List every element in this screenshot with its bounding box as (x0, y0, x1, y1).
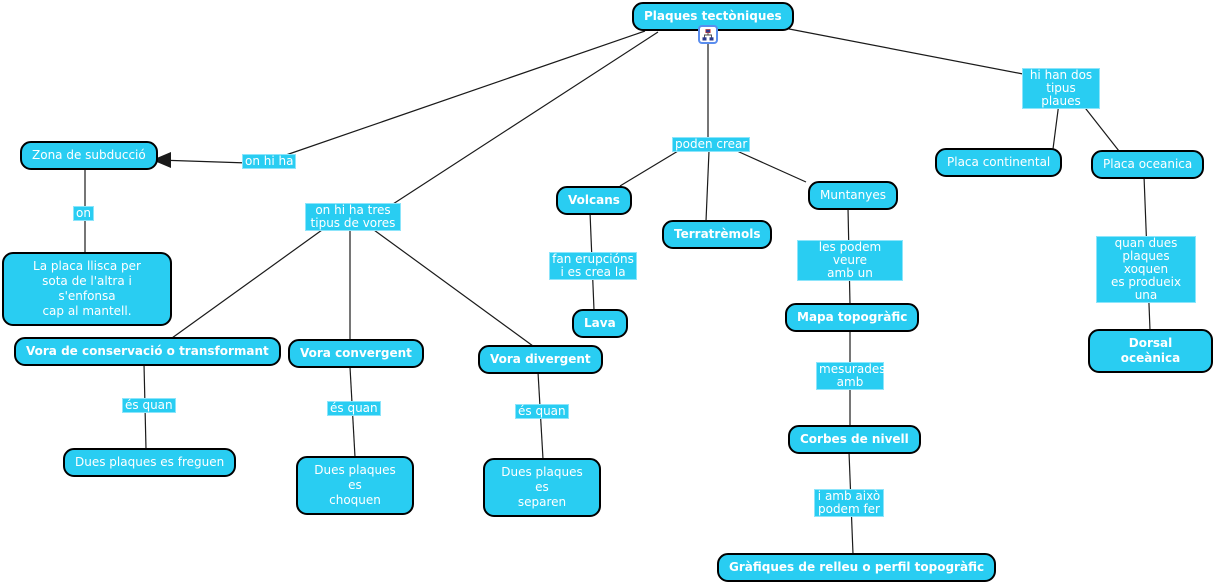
node-mapa-topografic[interactable]: Mapa topogràfic (785, 303, 920, 332)
link-label-on[interactable]: on (73, 206, 94, 221)
node-terratremols[interactable]: Terratrèmols (662, 220, 773, 249)
node-zona-de-subduccio[interactable]: Zona de subducció (20, 141, 158, 170)
link-label-es-quan-centre[interactable]: és quan (327, 401, 381, 416)
edge-trestipus-conservacio (171, 229, 323, 339)
link-label-on-hi-ha[interactable]: on hi ha (242, 154, 297, 169)
link-label-hi-han-dos-tipus[interactable]: hi han dos tipus plaues (1022, 68, 1100, 109)
edge-plaques-hihandos (783, 27, 1024, 75)
node-lava[interactable]: Lava (572, 309, 628, 338)
link-label-es-quan-dreta[interactable]: és quan (515, 404, 569, 419)
node-dorsal-oceanica[interactable]: Dorsal oceànica (1088, 329, 1213, 373)
node-dues-plaques-separen[interactable]: Dues plaques es separen (483, 458, 601, 517)
org-chart-glyph (702, 28, 714, 40)
resource-hierarchy-icon[interactable] (698, 25, 718, 44)
node-volcans[interactable]: Volcans (556, 186, 632, 215)
node-corbes-de-nivell[interactable]: Corbes de nivell (788, 425, 921, 454)
edge-onhiha-zona (157, 159, 249, 164)
link-label-les-podem-veure[interactable]: les podem veure amb un (797, 240, 903, 281)
edge-podencrear-muntanyes (736, 150, 807, 183)
node-grafiques-relleu[interactable]: Gràfiques de relleu o perfil topogràfic (717, 553, 997, 582)
node-vora-divergent[interactable]: Vora divergent (478, 345, 603, 374)
link-label-tres-tipus-vores[interactable]: on hi ha tres tipus de vores (305, 203, 401, 231)
edge-trestipus-divergent (373, 229, 534, 347)
node-muntanyes[interactable]: Muntanyes (808, 181, 898, 210)
link-label-fan-erupcions[interactable]: fan erupcións i es crea la (549, 252, 637, 280)
arrowhead-zona (152, 152, 171, 168)
edge-podencrear-terratremols (705, 150, 710, 222)
link-label-poden-crear[interactable]: poden crear (672, 137, 751, 152)
node-vora-convergent[interactable]: Vora convergent (288, 339, 424, 368)
node-placa-llisca[interactable]: La placa llisca per sota de l'altra i s'… (2, 252, 172, 326)
edge-plaques-onhiha (285, 30, 646, 156)
node-dues-plaques-freguen[interactable]: Dues plaques es freguen (63, 448, 237, 477)
node-vora-conservacio[interactable]: Vora de conservació o transformant (14, 337, 281, 366)
link-label-i-amb-aixo[interactable]: i amb això podem fer (814, 489, 884, 517)
edge-podencrear-volcans (619, 150, 679, 187)
node-placa-continental[interactable]: Placa continental (935, 148, 1063, 177)
node-dues-plaques-choquen[interactable]: Dues plaques es choquen (296, 456, 414, 515)
edge-plaques-trestipus (392, 31, 659, 205)
link-label-quan-dues-plaques[interactable]: quan dues plaques xoquen es produeix una (1096, 236, 1196, 303)
node-placa-oceanica[interactable]: Placa oceanica (1091, 150, 1205, 179)
link-label-es-quan-esquerra[interactable]: és quan (122, 398, 176, 413)
link-label-mesurades-amb[interactable]: mesurades amb (816, 362, 885, 390)
